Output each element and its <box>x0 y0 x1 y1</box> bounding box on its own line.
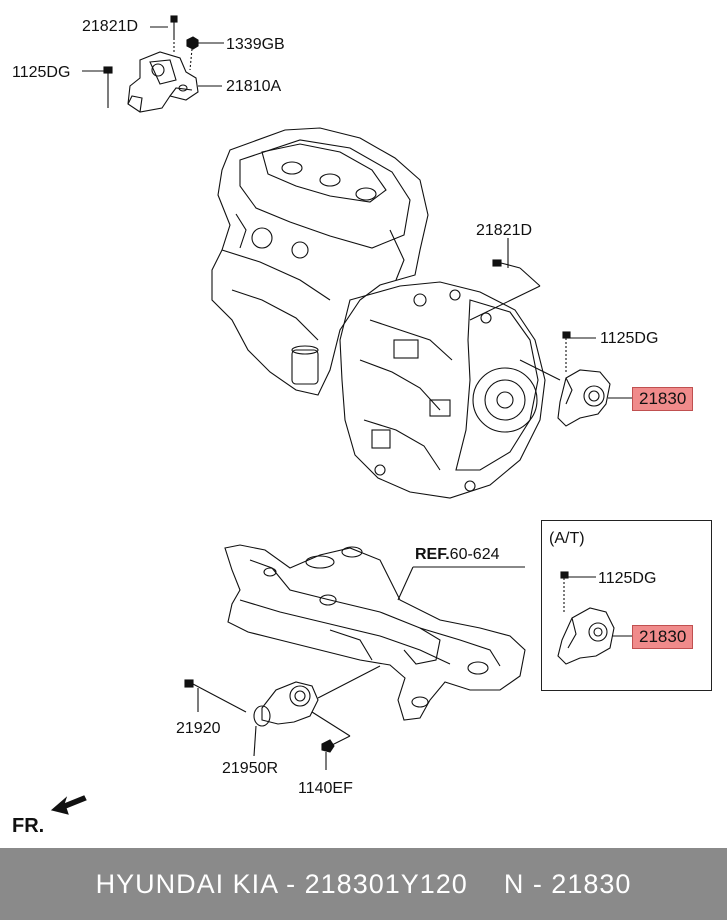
bolt-1125dg-top <box>82 66 113 108</box>
label-21821d-top: 21821D <box>82 18 139 35</box>
mount-21830-mid <box>519 331 632 427</box>
label-1125dg-mid: 1125DG <box>600 330 659 347</box>
label-1339gb: 1339GB <box>226 36 285 53</box>
part-number-footer: HYUNDAI KIA - 218301Y120 N - 21830 <box>0 848 727 920</box>
engine-block <box>211 127 429 396</box>
bolt-1140ef <box>311 711 351 770</box>
bolt-21920 <box>184 679 247 713</box>
label-21830-at-highlight: 21830 <box>632 625 694 649</box>
at-title: (A/T) <box>549 530 585 547</box>
label-21950r: 21950R <box>222 760 279 777</box>
label-21920: 21920 <box>176 720 221 737</box>
bolt-21821d-top <box>150 15 178 54</box>
front-arrow-icon <box>50 795 87 815</box>
label-1140ef: 1140EF <box>298 780 353 797</box>
roll-mount-21950r <box>253 665 381 757</box>
label-1125dg-top: 1125DG <box>12 64 71 81</box>
parts-diagram <box>50 15 632 815</box>
nut-1339gb <box>186 36 224 71</box>
ref-number: 60-624 <box>449 546 500 563</box>
transmission-housing <box>339 281 546 499</box>
label-21821d-mid: 21821D <box>476 222 533 239</box>
mount-21830-at <box>557 571 632 665</box>
footer-ref: N - 21830 <box>503 869 632 899</box>
subframe-crossmember <box>224 544 526 721</box>
label-21810a: 21810A <box>226 78 282 95</box>
at-variant-box <box>541 520 712 691</box>
label-21830-highlight: 21830 <box>632 387 694 411</box>
label-1125dg-at: 1125DG <box>598 570 657 587</box>
front-direction-label: FR. <box>12 815 45 837</box>
ref-prefix: REF. <box>415 546 450 563</box>
footer-brand-part: HYUNDAI KIA - 218301Y120 <box>95 869 468 899</box>
top-mount-bracket <box>127 51 199 113</box>
bolt-21821d-mid <box>469 238 541 321</box>
ref-label: REF.60-624 <box>415 546 500 564</box>
